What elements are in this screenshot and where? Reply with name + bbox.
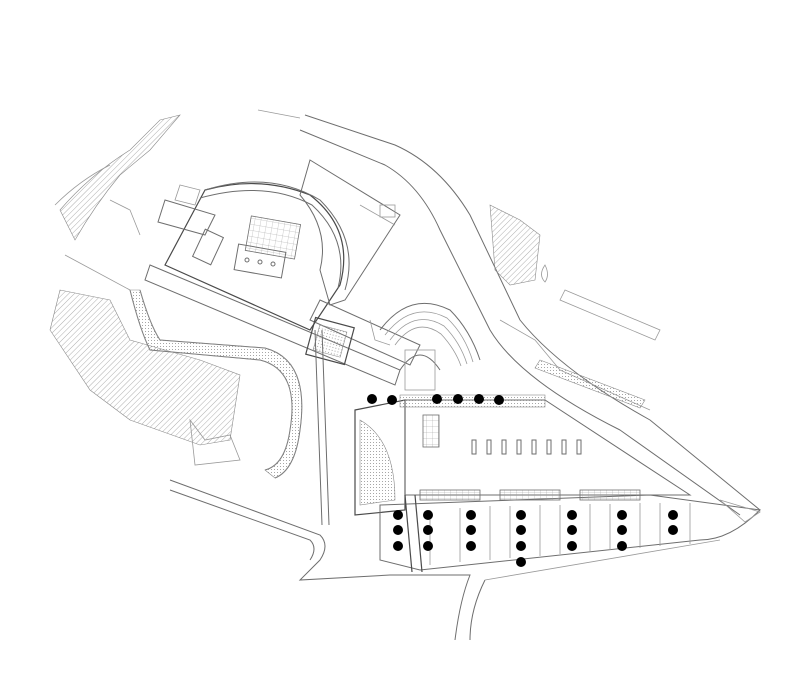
tree — [516, 557, 526, 567]
tree — [668, 510, 678, 520]
right-block-building — [299, 159, 401, 306]
tree — [494, 395, 504, 405]
tree — [393, 525, 403, 535]
parking-lot — [379, 489, 762, 573]
terrain-upper-left — [54, 114, 181, 291]
tree — [567, 541, 577, 551]
tree — [453, 394, 463, 404]
tree — [466, 510, 476, 520]
tree — [367, 394, 377, 404]
tree — [516, 510, 526, 520]
tree — [423, 541, 433, 551]
tree — [466, 525, 476, 535]
tree-row-upper — [367, 394, 504, 405]
lower-street — [169, 479, 721, 641]
tree — [617, 525, 627, 535]
tree — [432, 394, 442, 404]
right-side-features — [489, 204, 761, 523]
diagonal-passage — [144, 264, 421, 386]
curved-building — [157, 181, 350, 331]
tree — [423, 510, 433, 520]
detail-lines — [109, 199, 391, 466]
amphitheater-steps — [379, 302, 481, 391]
tree — [387, 395, 397, 405]
tree — [617, 510, 627, 520]
skylight-row — [471, 439, 582, 455]
vertical-corridor — [314, 329, 330, 526]
tree — [474, 394, 484, 404]
tree — [516, 525, 526, 535]
tree — [516, 541, 526, 551]
left-curving-path — [129, 289, 303, 479]
tree-grid-lower — [393, 510, 678, 567]
tree — [668, 525, 678, 535]
tree — [393, 541, 403, 551]
tree — [567, 525, 577, 535]
tree — [466, 541, 476, 551]
tree — [567, 510, 577, 520]
main-road — [257, 109, 761, 516]
terrain-left-slope — [49, 289, 241, 446]
tree — [423, 525, 433, 535]
tree — [393, 510, 403, 520]
tree — [617, 541, 627, 551]
